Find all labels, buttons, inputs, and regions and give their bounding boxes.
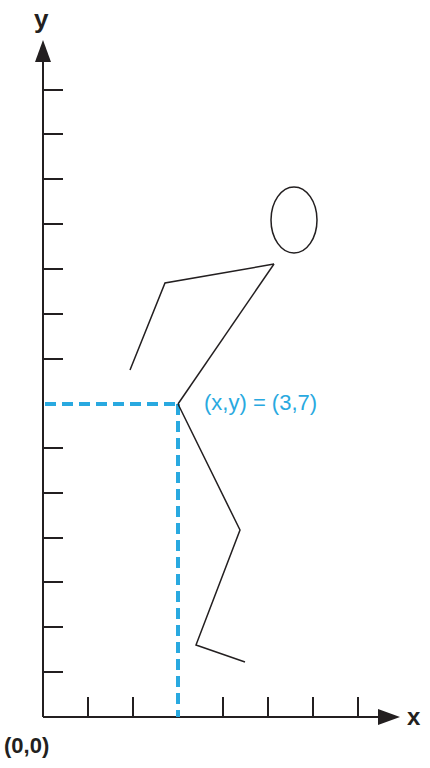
- dashed-guides: [45, 404, 178, 717]
- body: [178, 264, 274, 404]
- axis-label: y: [34, 6, 48, 32]
- point-label: (x,y) = (3,7): [204, 392, 317, 414]
- arm: [130, 264, 274, 370]
- vertical-guide: [176, 404, 180, 717]
- y-arrowhead: [35, 40, 51, 62]
- y-axis: [42, 58, 44, 717]
- x-arrowhead: [378, 709, 400, 725]
- leg: [178, 404, 245, 662]
- y-ticks: [43, 90, 63, 672]
- origin-label: (0,0): [4, 735, 49, 757]
- x-axis: [43, 716, 382, 718]
- head: [271, 187, 317, 253]
- stick-figure: [130, 187, 317, 662]
- horizontal-guide: [45, 402, 178, 406]
- x-ticks: [88, 697, 358, 717]
- axis-label: x: [407, 705, 420, 729]
- axes: [43, 58, 382, 717]
